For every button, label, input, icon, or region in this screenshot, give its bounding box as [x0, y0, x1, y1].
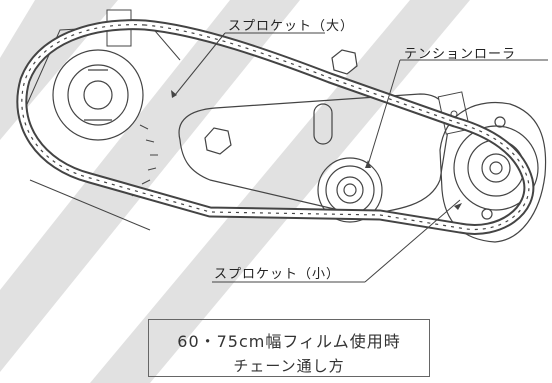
label-sprocket-large: スプロケット（大）	[228, 19, 355, 34]
caption-box: 60・75cm幅フィルム使用時 チェーン通し方	[148, 319, 430, 377]
sprocket-large	[52, 49, 144, 141]
caption-line-2: チェーン通し方	[233, 357, 345, 375]
leader-sprocket-large	[174, 32, 325, 96]
label-sprocket-small: スプロケット（小）	[214, 267, 341, 282]
label-tension-roller: テンションローラ	[404, 47, 517, 62]
hex-bolt-2	[331, 49, 358, 75]
mounting-plate	[178, 93, 449, 216]
sprocket-teeth	[131, 124, 158, 197]
caption-line-1: 60・75cm幅フィルム使用時	[177, 332, 401, 351]
leader-tension-roller	[367, 59, 548, 166]
leader-sprocket-small	[212, 199, 461, 283]
hex-bolt-1	[204, 127, 232, 155]
